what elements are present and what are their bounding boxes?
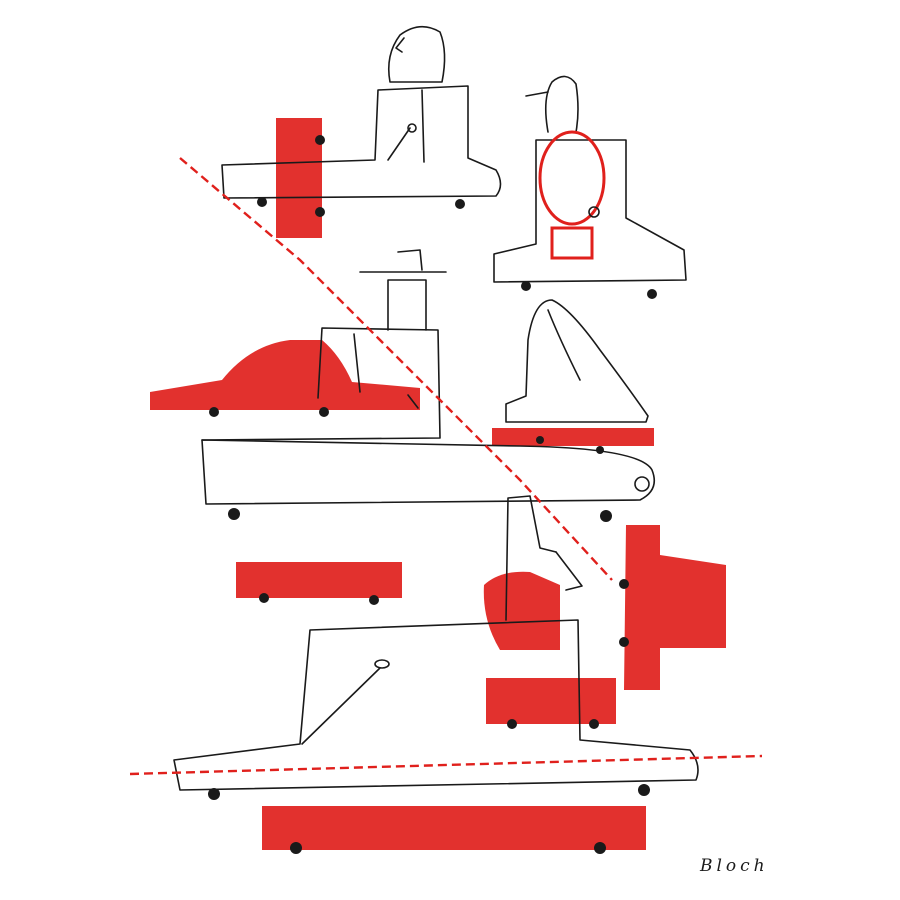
red-block-mid-left	[236, 562, 402, 598]
car-bottom-long	[173, 495, 699, 854]
red-dashed-diagonal	[179, 157, 613, 581]
red-square	[550, 226, 594, 260]
artist-signature: Bloch	[700, 856, 769, 876]
car-middle-long	[201, 249, 656, 522]
red-block-right-tall	[624, 525, 726, 690]
red-block-lower	[486, 678, 616, 724]
red-scribble-figure	[483, 571, 560, 650]
car-long-haired-driver	[505, 299, 649, 454]
red-dashed-horizontal	[129, 754, 763, 776]
red-car-silhouette	[150, 340, 420, 410]
red-block-mid-right	[492, 428, 654, 446]
red-block-bottom	[262, 806, 646, 850]
car-top-right	[493, 75, 687, 299]
red-oval	[538, 130, 606, 226]
red-block-top-left	[276, 118, 322, 238]
car-top-left	[221, 25, 502, 217]
